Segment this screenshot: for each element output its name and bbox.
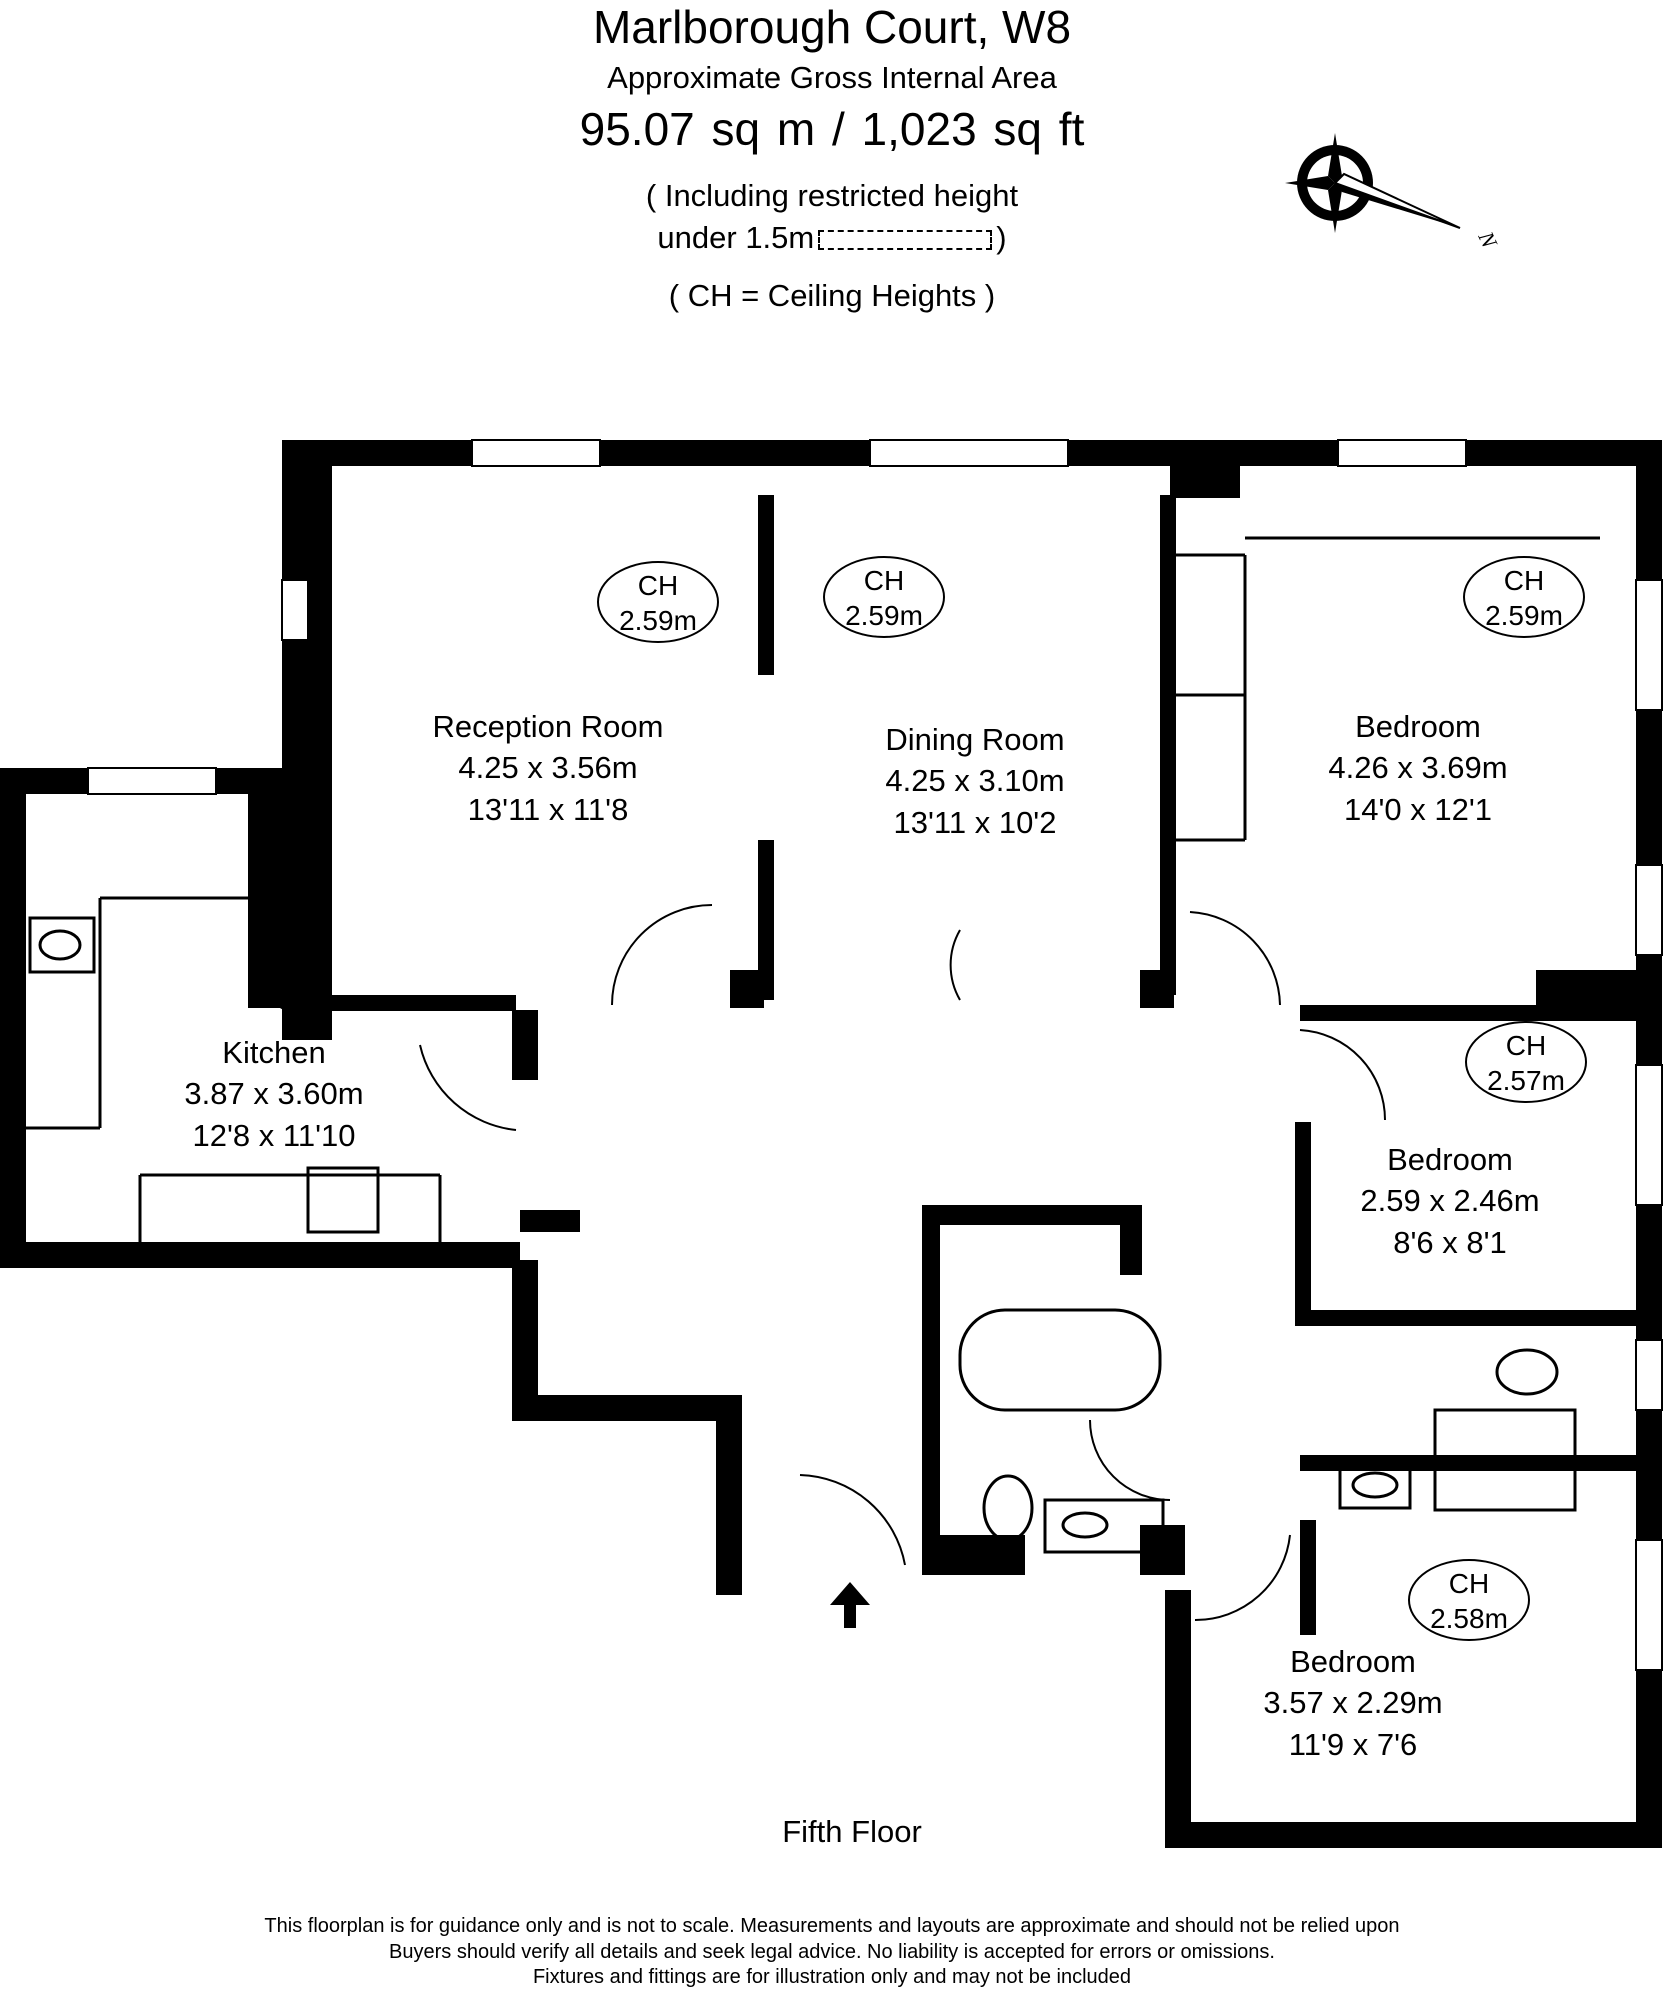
ch-value: 2.59m: [619, 605, 697, 636]
ch-label: CH: [1506, 1030, 1546, 1061]
ch-bubble-dining: CH 2.59m: [823, 556, 945, 638]
ch-label: CH: [1449, 1568, 1489, 1599]
room-metric: 4.25 x 3.10m: [885, 763, 1064, 798]
room-imperial: 14'0 x 12'1: [1344, 792, 1492, 827]
ch-value: 2.58m: [1430, 1603, 1508, 1634]
ch-bubble-bedroom-3: CH 2.58m: [1408, 1559, 1530, 1641]
compass-north-label: N: [1473, 227, 1503, 253]
compass-icon: [1285, 133, 1461, 233]
ch-bubble-reception: CH 2.59m: [597, 561, 719, 643]
ch-value: 2.59m: [1485, 600, 1563, 631]
ch-label: CH: [864, 565, 904, 596]
ch-label: CH: [638, 570, 678, 601]
room-bedroom-2: Bedroom 2.59 x 2.46m 8'6 x 8'1: [1360, 1142, 1539, 1260]
room-metric: 4.26 x 3.69m: [1328, 750, 1507, 785]
room-imperial: 13'11 x 11'8: [468, 792, 629, 827]
room-name: Kitchen: [222, 1035, 325, 1070]
room-reception: Reception Room 4.25 x 3.56m 13'11 x 11'8: [433, 709, 664, 827]
restricted-note-text: under 1.5m: [657, 220, 815, 255]
room-name: Bedroom: [1387, 1142, 1513, 1177]
room-metric: 4.25 x 3.56m: [458, 750, 637, 785]
disclaimer-line-3: Fixtures and fittings are for illustrati…: [532, 1966, 1132, 1988]
windows: [87, 439, 1663, 1671]
disclaimer-line-2: Buyers should verify all details and see…: [389, 1941, 1275, 1963]
partitions: [26, 536, 1600, 1554]
room-metric: 2.59 x 2.46m: [1360, 1183, 1539, 1218]
room-name: Dining Room: [885, 722, 1064, 757]
disclaimer-line-1: This floorplan is for guidance only and …: [264, 1915, 1400, 1937]
room-name: Bedroom: [1290, 1644, 1416, 1679]
room-imperial: 11'9 x 7'6: [1289, 1727, 1417, 1762]
restricted-note-line-2: under 1.5m): [0, 220, 1664, 256]
area-value: 95.07 sq m / 1,023 sq ft: [579, 103, 1085, 155]
room-imperial: 12'8 x 11'10: [193, 1118, 356, 1153]
room-name: Reception Room: [433, 709, 664, 744]
ch-bubble-bedroom-1: CH 2.59m: [1463, 556, 1585, 638]
floor-label: Fifth Floor: [782, 1814, 922, 1849]
room-metric: 3.87 x 3.60m: [184, 1076, 363, 1111]
restricted-note-close: ): [996, 220, 1007, 255]
page-title: Marlborough Court, W8: [592, 1, 1072, 53]
area-subtitle: Approximate Gross Internal Area: [607, 60, 1057, 95]
doors: [249, 904, 1387, 1622]
room-metric: 3.57 x 2.29m: [1263, 1685, 1442, 1720]
restricted-height-key: [818, 229, 993, 250]
room-imperial: 8'6 x 8'1: [1393, 1225, 1507, 1260]
room-dining: Dining Room 4.25 x 3.10m 13'11 x 10'2: [885, 722, 1064, 840]
room-imperial: 13'11 x 10'2: [894, 805, 1057, 840]
ceiling-height-note: ( CH = Ceiling Heights ): [668, 278, 996, 313]
room-kitchen: Kitchen 3.87 x 3.60m 12'8 x 11'10: [184, 1035, 363, 1153]
ch-value: 2.59m: [845, 600, 923, 631]
room-bedroom-1: Bedroom 4.26 x 3.69m 14'0 x 12'1: [1328, 709, 1507, 827]
ch-bubble-bedroom-2: CH 2.57m: [1465, 1021, 1587, 1103]
restricted-note: ( Including restricted height: [645, 178, 1019, 213]
ch-value: 2.57m: [1487, 1065, 1565, 1096]
entrance-arrow-icon: [830, 1582, 870, 1628]
ch-label: CH: [1504, 565, 1544, 596]
room-bedroom-3: Bedroom 3.57 x 2.29m 11'9 x 7'6: [1263, 1644, 1442, 1762]
room-name: Bedroom: [1355, 709, 1481, 744]
